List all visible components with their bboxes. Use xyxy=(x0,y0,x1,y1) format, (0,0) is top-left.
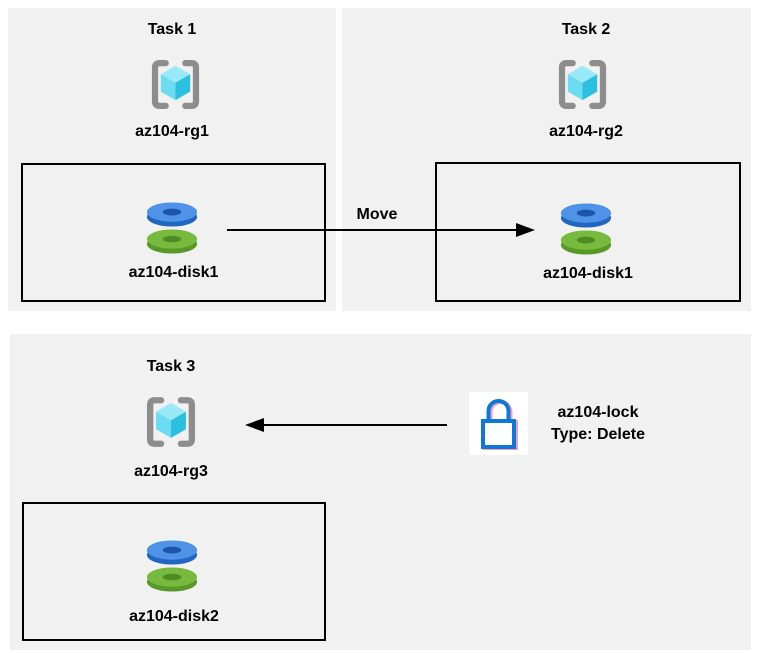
resource-group-icon xyxy=(558,60,607,109)
task1-panel: Task 1 az104-rg1 az104-disk1 xyxy=(8,8,336,311)
resource-group-label: az104-rg2 xyxy=(549,123,623,140)
resource-group-icon xyxy=(151,60,200,109)
lock-caption: az104-lock Type: Delete xyxy=(538,402,658,446)
task1-title: Task 1 xyxy=(147,21,197,38)
disk-icon xyxy=(146,202,198,254)
resource-group-label: az104-rg1 xyxy=(135,123,209,140)
task2-title: Task 2 xyxy=(561,21,611,38)
disk-icon xyxy=(560,203,612,255)
resource-box: az104-disk1 xyxy=(435,162,741,302)
disk-icon xyxy=(146,540,198,592)
move-arrow-label: Move xyxy=(356,206,398,223)
task3-panel: Task 3 az104-rg3 az104-disk2 xyxy=(10,334,751,650)
resource-group-label: az104-rg3 xyxy=(134,463,208,480)
resource-box: az104-disk1 xyxy=(21,163,326,302)
lock-name-label: az104-lock xyxy=(557,404,639,421)
resource-box: az104-disk2 xyxy=(22,502,326,641)
lock-icon xyxy=(469,392,528,455)
disk-label: az104-disk1 xyxy=(543,265,633,282)
disk-label: az104-disk2 xyxy=(129,608,219,625)
lock-type-label: Type: Delete xyxy=(551,426,645,443)
task2-panel: Task 2 az104-rg2 az104-disk1 xyxy=(342,8,751,311)
move-arrow xyxy=(227,223,535,237)
resource-group-icon xyxy=(146,397,196,447)
disk-label: az104-disk1 xyxy=(128,264,219,281)
task3-title: Task 3 xyxy=(146,358,196,375)
lock-arrow xyxy=(245,418,447,432)
